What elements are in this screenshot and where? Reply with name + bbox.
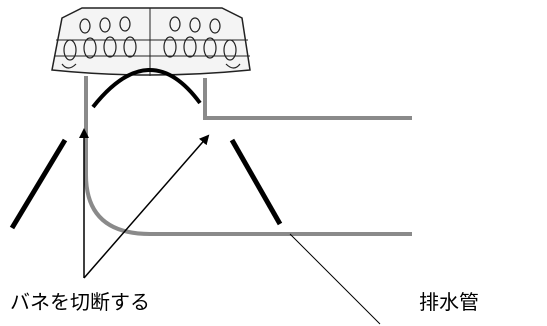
drain-pipe — [84, 76, 412, 236]
spring-arc — [91, 68, 202, 109]
spring-leg-right — [229, 138, 283, 226]
drain-pipe-leader-line — [289, 233, 381, 325]
drain-pipe-outer-wall — [84, 76, 412, 236]
arrow-to-right-cut — [83, 134, 210, 279]
drain-pipe-label: 排水管 — [419, 290, 479, 314]
drain-pipe-inner-wall — [203, 78, 412, 120]
spring-leg-left — [9, 138, 68, 230]
cut-spring-label: バネを切断する — [10, 290, 150, 314]
strainer-basket — [51, 7, 251, 76]
